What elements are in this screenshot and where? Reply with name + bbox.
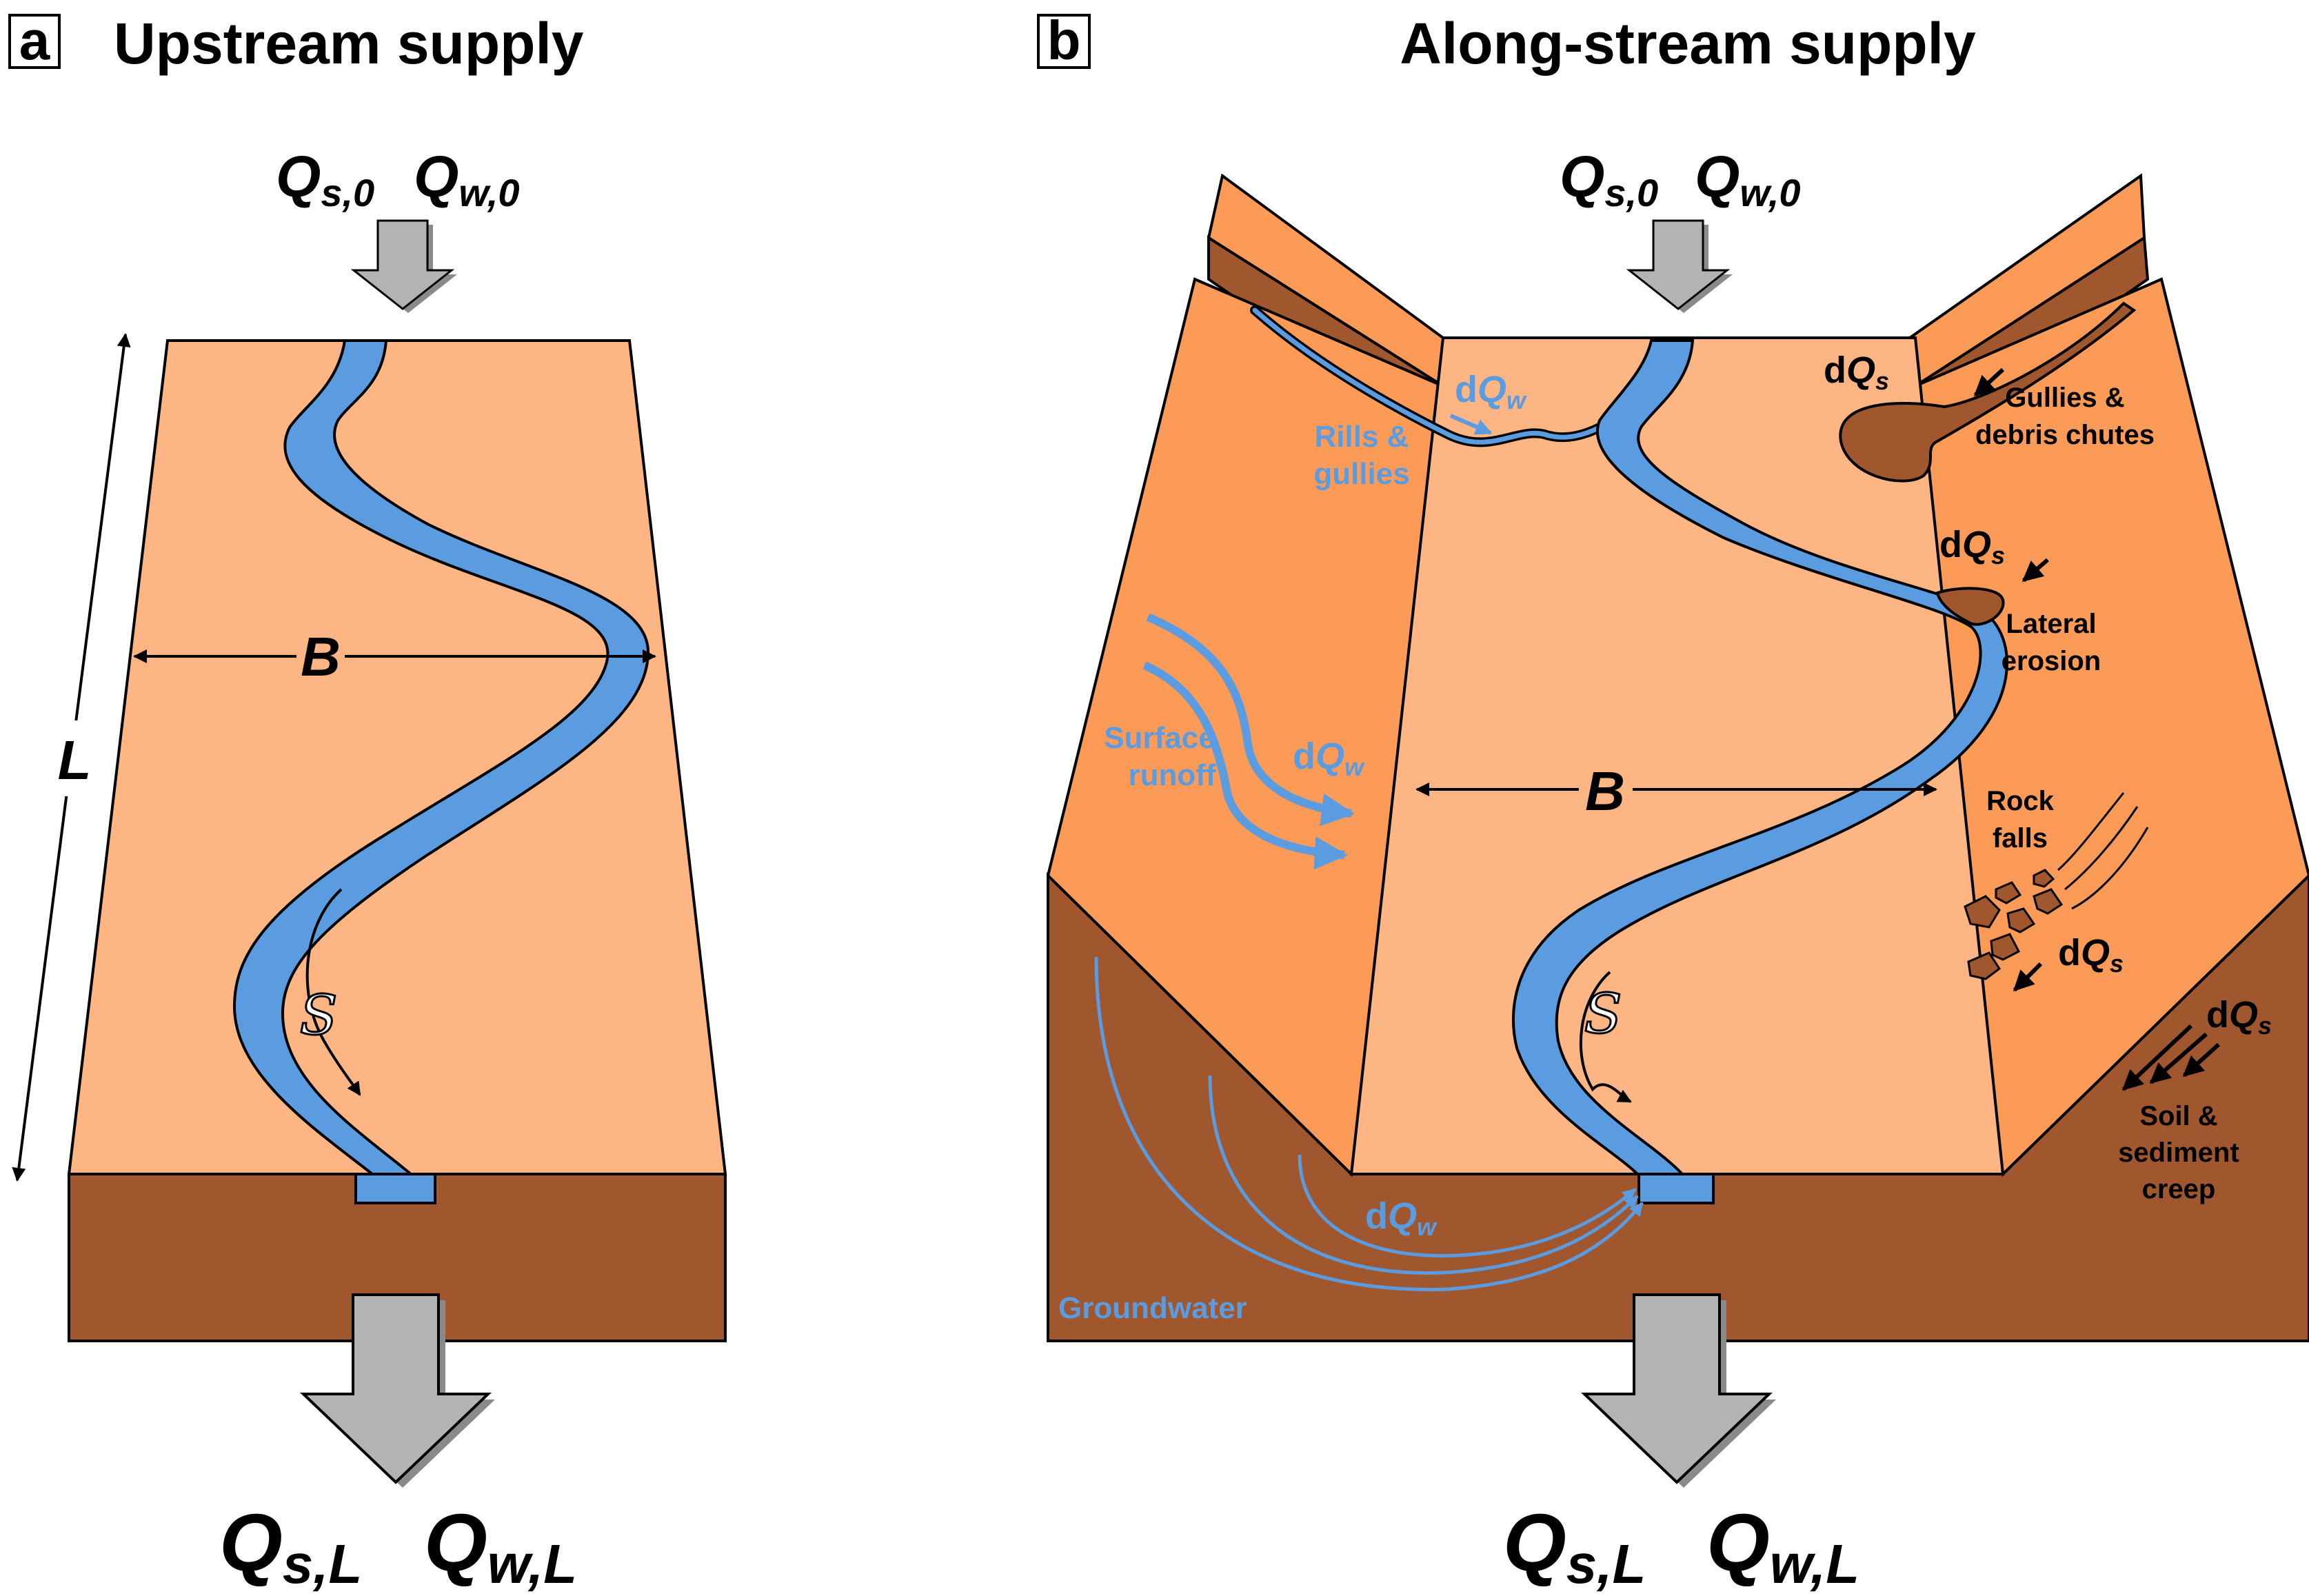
panel-b-input-arrow <box>1626 219 1733 313</box>
panel-b-input-qw: Qw,0 <box>1695 144 1801 214</box>
panel-b-surface-label-1: Surface <box>1104 721 1215 755</box>
panel-b-rockfall-dqs: dQs <box>2058 932 2124 978</box>
panel-b-title: Along-stream supply <box>1400 11 1976 76</box>
panel-b-soil-label-2: sediment <box>2118 1138 2239 1168</box>
panel-a-input-qs: Qs,0 <box>276 144 374 214</box>
panel-b-creep-arrow-3 <box>2182 1042 2221 1078</box>
panel-a-length-label: L <box>58 729 92 791</box>
panel-b-letter: b <box>1047 10 1081 71</box>
panel-b-input-qs: Qs,0 <box>1560 144 1658 214</box>
panel-b-soil-label-3: creep <box>2142 1174 2216 1204</box>
panel-a-letter-box <box>8 14 61 69</box>
panel-b: b Along-stream supply Qs,0 Qw,0 <box>1037 10 2309 1595</box>
panel-b-sinuosity-symbol: S <box>1584 982 1622 1046</box>
panel-b-rill-channel-fill <box>1252 307 1602 445</box>
panel-b-lateral-dqs: dQs <box>1939 524 2005 569</box>
panel-b-groundwater-arrow-1 <box>1094 956 1644 1291</box>
panel-b-groundwater-label: Groundwater <box>1058 1291 1247 1325</box>
panel-a-title: Upstream supply <box>114 11 584 76</box>
panel-b-lateral-label-1: Lateral <box>2006 609 2096 639</box>
panel-b-lateral-arrow <box>2021 558 2049 583</box>
panel-b-output-qw: Qw,L <box>1706 1497 1859 1595</box>
panel-b-rills-label-2: gullies <box>1313 457 1409 491</box>
panel-b-rock-trail-1 <box>2057 792 2125 871</box>
panel-a-width-label: B <box>301 626 341 687</box>
panel-b-gully-dqs: dQs <box>1824 350 1889 395</box>
panel-b-gullies-label-1: Gullies & <box>2005 383 2124 413</box>
panel-b-rock-label-2: falls <box>1993 823 2048 853</box>
panel-b-groundwater-dqw: dQw <box>1365 1195 1438 1241</box>
panel-b-groundwater-arrow-3 <box>1298 1154 1637 1257</box>
panel-a-output-arrow <box>300 1293 495 1488</box>
panel-b-rill-dqw: dQw <box>1455 369 1527 414</box>
panel-b-runoff-arrow-2 <box>1142 661 1348 870</box>
panel-b-output-qs: Qs,L <box>1503 1497 1646 1595</box>
panel-b-floodplain <box>1349 336 2005 1175</box>
panel-b-width-bg <box>1579 755 1633 824</box>
panel-b-rock-trail-2 <box>2064 806 2139 891</box>
panel-b-lateral-label-2: erosion <box>2002 646 2101 676</box>
panel-b-runoff-arrow-1 <box>1146 613 1355 827</box>
panel-b-surface-label-2: runoff <box>1128 758 1216 792</box>
panel-b-creep-arrow-2 <box>2149 1032 2208 1084</box>
panel-a-floodplain <box>67 339 727 1175</box>
panel-b-groundwater-arrow-2 <box>1208 1075 1639 1275</box>
panel-b-width-label: B <box>1585 760 1625 822</box>
panel-b-rock-trail-3 <box>2071 827 2149 910</box>
panel-b-rills-label-1: Rills & <box>1315 420 1409 454</box>
panel-a-input-arrow <box>350 219 457 313</box>
panel-b-lateral-deposit <box>1935 587 2005 626</box>
panel-a-river-outlet <box>354 1173 436 1204</box>
panel-b-gullies-label-2: debris chutes <box>1975 420 2155 450</box>
panel-b-gully-arrow <box>1973 367 2005 397</box>
panel-a-sinuosity-symbol: S <box>300 983 338 1047</box>
panel-a-sinuosity-arrow <box>305 888 361 1096</box>
panel-a-input-qw: Qw,0 <box>414 144 520 214</box>
panel-a-length-bg <box>48 720 103 796</box>
panel-b-rock-fragments <box>1964 869 2064 980</box>
panel-a: a Upstream supply Qs,0 Qw,0 B L S <box>8 10 727 1595</box>
panel-b-river-outlet <box>1637 1173 1715 1204</box>
panel-b-output-arrow <box>1581 1293 1776 1488</box>
panel-b-sinuosity-arrow <box>1579 971 1632 1103</box>
panel-b-creep-dqs: dQs <box>2206 994 2272 1040</box>
panel-a-output-qw: Qw,L <box>424 1497 577 1595</box>
panel-b-surface-dqw: dQw <box>1293 736 1365 781</box>
panel-b-soil-label-1: Soil & <box>2139 1101 2217 1131</box>
panel-a-letter: a <box>19 10 50 71</box>
panel-a-width-bg <box>296 620 345 689</box>
panel-b-rockfall-arrow <box>2013 962 2043 992</box>
panel-b-letter-box <box>1037 14 1091 69</box>
panel-b-creep-arrow-1 <box>2121 1024 2193 1091</box>
panel-b-rock-label-1: Rock <box>1986 786 2055 816</box>
panel-a-output-qs: Qs,L <box>219 1497 362 1595</box>
panel-b-rill-arrow <box>1449 414 1493 435</box>
